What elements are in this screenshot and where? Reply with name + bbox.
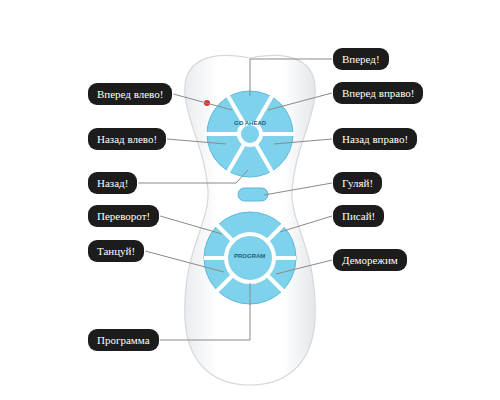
callout-text: Назад влево! [97, 133, 157, 145]
callout-text: Деморежим [342, 254, 398, 266]
callout-text: Вперед вправо! [342, 87, 414, 99]
callout-box: Танцуй! [88, 240, 144, 262]
callout-box: Вперед влево! [88, 83, 172, 105]
callout-box: Вперед! [333, 48, 389, 70]
leader-line [264, 183, 332, 195]
leader-line [268, 93, 332, 110]
leader-line [280, 216, 332, 232]
callout-text: Гуляй! [342, 177, 373, 189]
callout-box: Вперед вправо! [333, 82, 423, 104]
callout-text: Вперед! [342, 53, 380, 65]
callout-text: Танцуй! [97, 245, 135, 257]
callout-box: Деморежим [333, 249, 407, 271]
leader-line [160, 216, 222, 234]
leader-line [160, 283, 250, 340]
callout-text: Программа [97, 334, 150, 346]
button-label: PROGRAM [234, 253, 265, 260]
callout-box: Назад вправо! [333, 128, 417, 150]
leader-line [276, 260, 332, 274]
leader-line [138, 170, 248, 183]
callout-box: Назад влево! [88, 128, 166, 150]
walk-button [238, 188, 268, 201]
callout-text: Вперед влево! [97, 88, 163, 100]
callout-text: Писай! [342, 210, 375, 222]
callout-text: Назад! [97, 177, 128, 189]
callout-box: Гуляй! [333, 172, 382, 194]
callout-box: Программа [88, 329, 159, 351]
callout-text: Переворот! [97, 210, 150, 222]
top-buttons [205, 91, 295, 177]
leader-line [173, 94, 232, 110]
leader-line [250, 59, 332, 96]
callout-box: Писай! [333, 205, 384, 227]
leader-line [274, 139, 332, 144]
callout-text: Назад вправо! [342, 133, 408, 145]
leader-line [145, 251, 224, 272]
leader-line [167, 139, 226, 144]
callout-box: Переворот! [88, 205, 159, 227]
callout-box: Назад! [88, 172, 137, 194]
button-label: GO AHEAD [234, 120, 266, 127]
